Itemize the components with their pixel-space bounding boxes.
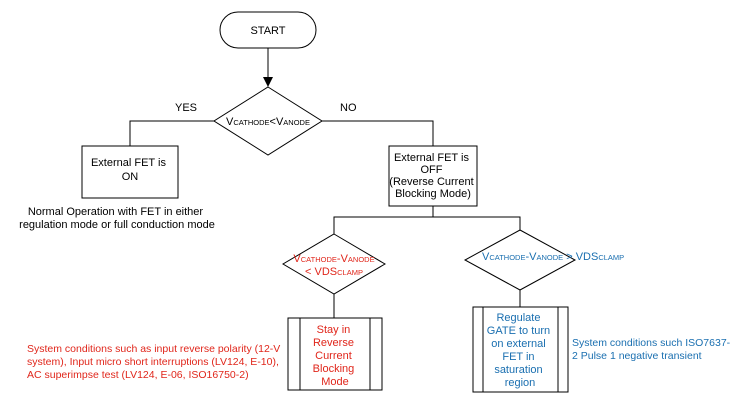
connector-split xyxy=(333,216,521,234)
regulate-gate-text: Regulate GATE to turn on external FET in… xyxy=(487,312,553,389)
system-conditions-left: System conditions such as input reverse … xyxy=(27,343,283,381)
normal-operation-note: Normal Operation with FET in either regu… xyxy=(19,206,215,231)
start-label: START xyxy=(250,25,285,37)
connector-no xyxy=(322,120,434,146)
fet-off-text: External FET is OFF (Reverse Current Blo… xyxy=(389,152,476,200)
system-conditions-right: System conditions such ISO7637- 2 Pulse … xyxy=(572,337,733,362)
fet-off-box xyxy=(388,145,478,207)
fet-on-box xyxy=(81,145,179,199)
stay-reverse-text: Stay in Reverse Current Blocking Mode xyxy=(313,324,358,388)
regulate-gate-box xyxy=(472,306,569,393)
decision-right-label: VCATHODE-VANODE > VDSCLAMP xyxy=(482,251,624,263)
decision-left-label: VCATHODE-VANODE xyxy=(293,253,374,265)
stay-reverse-box xyxy=(287,317,383,391)
decision-left-label-2: < VDSCLAMP xyxy=(305,266,363,278)
decision-main-diamond xyxy=(213,86,323,156)
connector-yes xyxy=(129,120,214,146)
branch-yes-label: YES xyxy=(175,102,197,114)
decision-main-label: VCATHODE<VANODE xyxy=(226,116,310,128)
fet-on-text: External FET is ON xyxy=(91,157,169,183)
branch-no-label: NO xyxy=(340,102,357,114)
